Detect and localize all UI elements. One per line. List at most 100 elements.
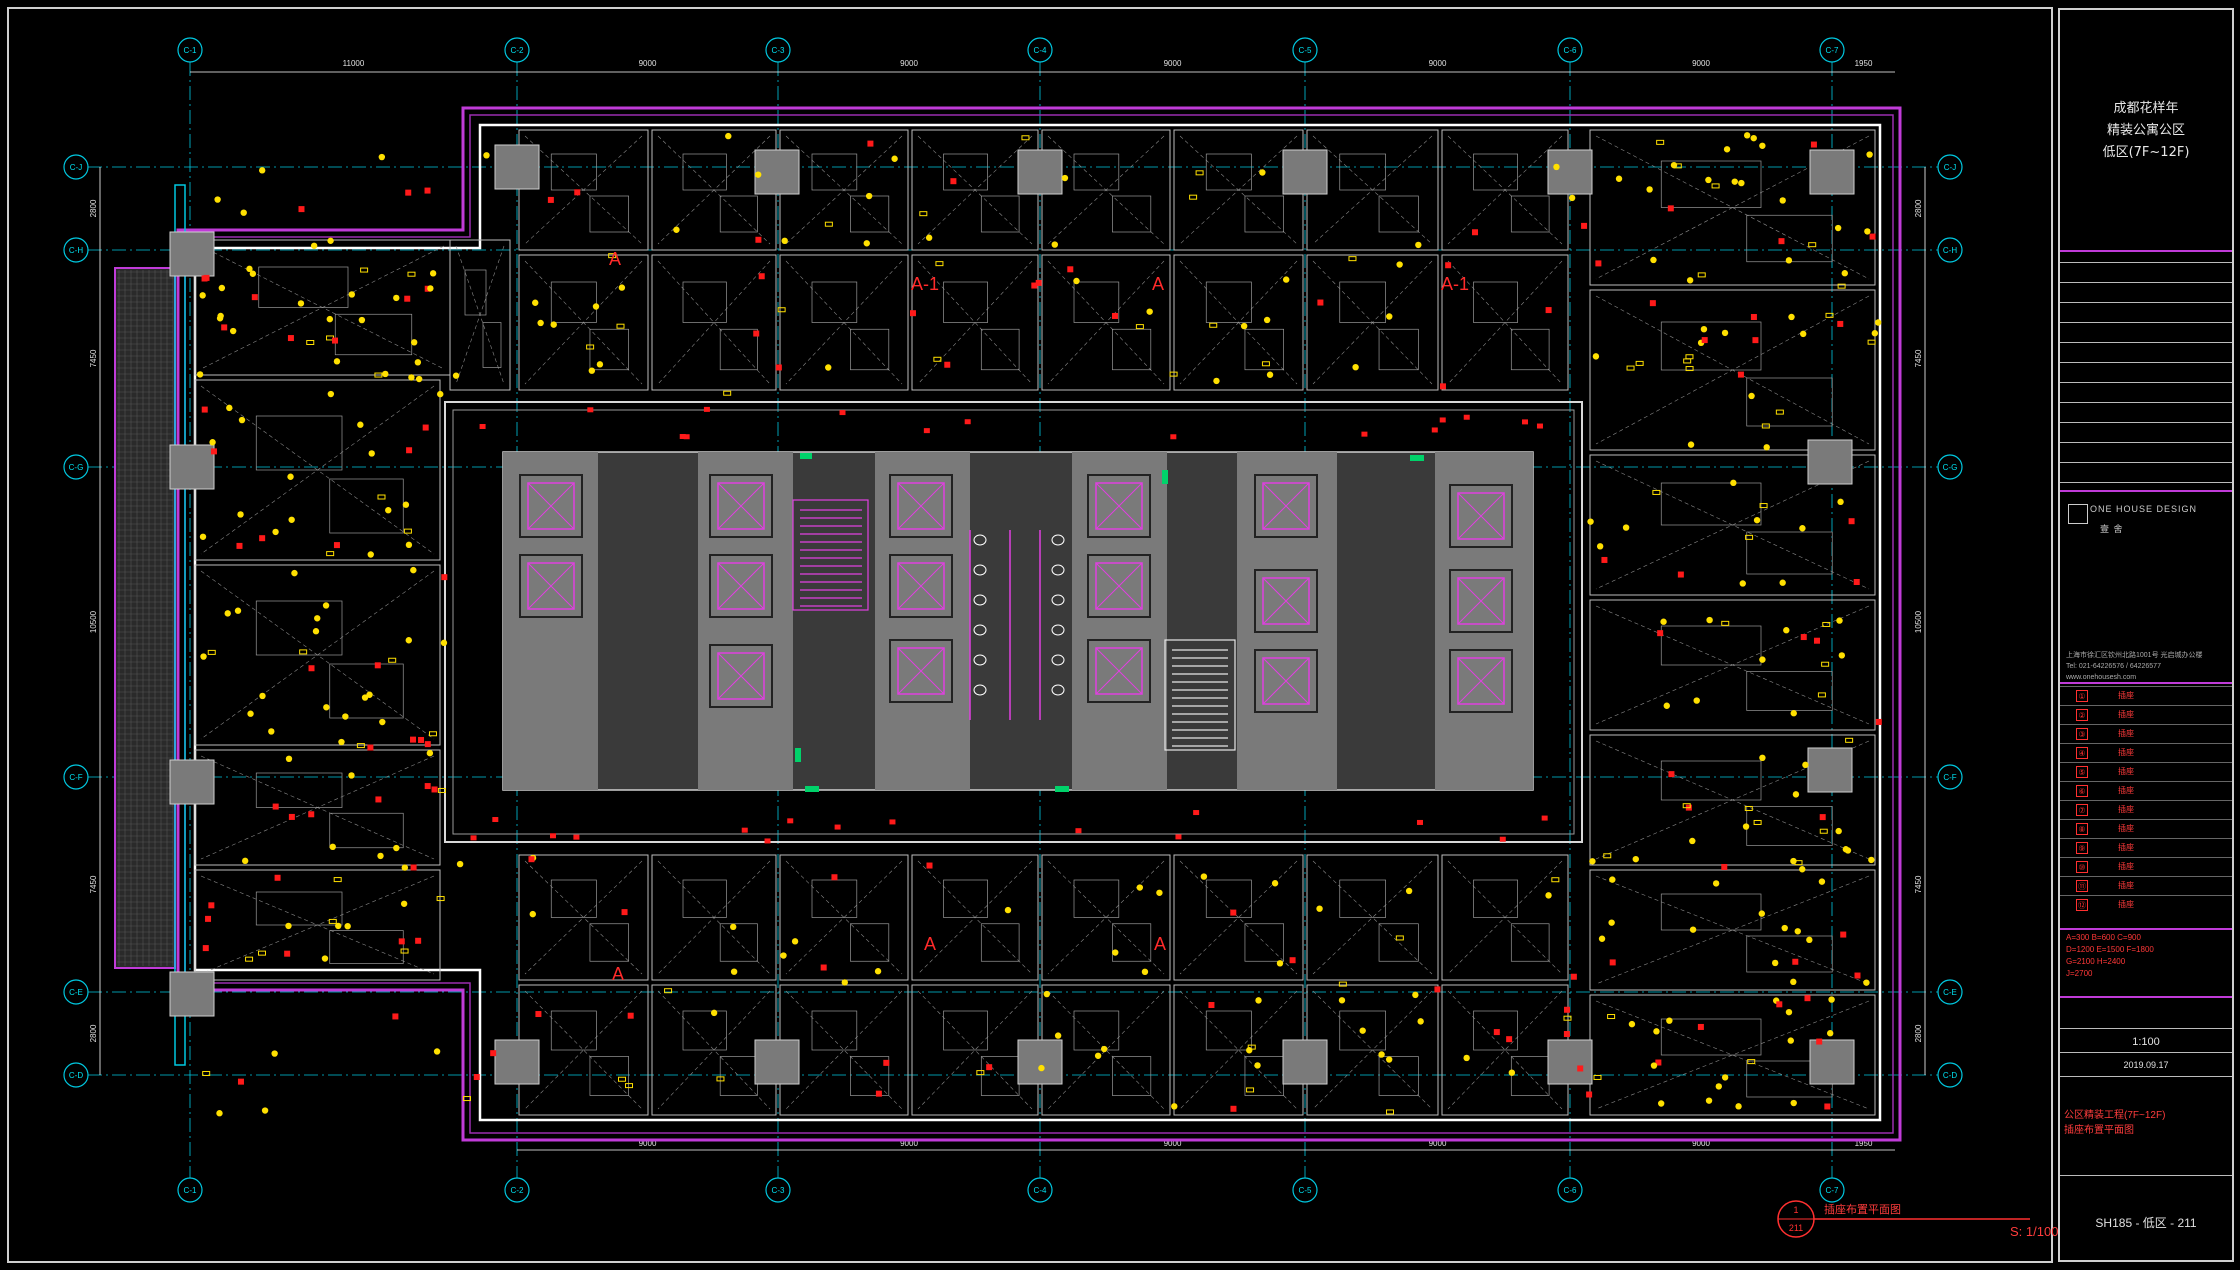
elevator-shaft — [897, 647, 945, 695]
grid-bubble — [504, 1177, 530, 1203]
toilet-fixture — [1051, 534, 1065, 546]
bottom-room — [1173, 854, 1304, 981]
elevator-shaft — [897, 482, 945, 530]
socket-symbol — [1806, 936, 1813, 944]
column-block — [1809, 1039, 1855, 1085]
outlet-symbol — [976, 1070, 985, 1076]
top-furniture — [1244, 195, 1284, 233]
dimension-right: 7450 — [1914, 875, 1923, 893]
socket-symbol — [673, 226, 680, 233]
dimension-top: 11000 — [343, 59, 365, 68]
switch-symbol — [909, 310, 916, 317]
socket-symbol — [1632, 855, 1639, 863]
socket-symbol — [1136, 884, 1144, 891]
dimension-bottom: 9000 — [1692, 1139, 1710, 1148]
outlet-symbol — [306, 340, 315, 346]
socket-symbol — [841, 979, 848, 986]
switch-symbol — [288, 813, 295, 820]
socket-symbol — [367, 551, 374, 558]
note-line-3: G=2100 H=2400 — [2066, 957, 2126, 966]
switch-symbol — [1792, 958, 1799, 965]
grid-bubble — [504, 37, 530, 63]
socket-symbol — [1739, 580, 1746, 587]
socket-symbol — [1061, 174, 1069, 182]
switch-symbol — [1840, 931, 1847, 938]
socket-symbol — [1868, 856, 1875, 864]
legend-text: 插座 — [2118, 843, 2134, 852]
elevator-shaft — [1262, 657, 1310, 705]
socket-symbol — [725, 132, 732, 140]
right-furniture — [1660, 1018, 1762, 1056]
outlet-symbol — [1685, 366, 1694, 372]
corridor-symbol — [573, 834, 580, 840]
bottom-furniture — [550, 1010, 597, 1051]
socket-symbol — [865, 192, 873, 200]
elevator-cross — [1457, 657, 1505, 705]
socket-symbol — [1743, 132, 1751, 139]
outlet-symbol — [299, 649, 308, 655]
outlet-symbol — [1189, 194, 1198, 200]
corridor-symbol — [787, 818, 794, 824]
switch-symbol — [1800, 634, 1807, 641]
socket-symbol — [1783, 627, 1790, 634]
socket-symbol — [1038, 1064, 1045, 1072]
socket-symbol — [537, 319, 544, 327]
switch-symbol — [237, 1078, 244, 1085]
socket-symbol — [1378, 1051, 1385, 1058]
corridor-symbol — [1416, 819, 1423, 825]
socket-symbol — [1799, 525, 1806, 532]
scale-value: 1:100 — [2132, 1036, 2160, 1048]
switch-symbol — [210, 448, 217, 455]
socket-symbol — [199, 292, 206, 299]
outlet-symbol — [437, 787, 446, 793]
socket-symbol — [393, 844, 400, 852]
socket-symbol — [1609, 876, 1616, 883]
bottom-furniture — [1473, 879, 1518, 918]
elevator-cross — [1095, 647, 1143, 695]
bottom-room-diag — [1447, 990, 1563, 1110]
socket-symbol — [1785, 1008, 1793, 1016]
switch-symbol — [1493, 1029, 1500, 1036]
top-furniture — [550, 281, 597, 323]
grid-label-C-5: C-5 — [1299, 46, 1312, 55]
outlet-symbol — [1682, 803, 1691, 809]
socket-symbol — [1790, 710, 1797, 717]
switch-symbol — [410, 864, 417, 871]
elevator-shaft — [1262, 482, 1310, 530]
dimension-left: 10500 — [89, 610, 98, 633]
outlet-symbol — [356, 743, 365, 749]
elevator-cross — [527, 482, 575, 530]
top-furniture — [1339, 153, 1386, 191]
grid-label-C-2: C-2 — [511, 1186, 524, 1195]
switch-symbol — [1609, 959, 1616, 966]
elevator-shaft — [1457, 577, 1505, 625]
exit-signs — [795, 453, 1424, 792]
socket-symbol — [1254, 1062, 1261, 1069]
socket-symbol — [1836, 617, 1843, 624]
switch-symbol — [867, 140, 874, 147]
column-block — [1282, 1039, 1328, 1085]
socket-symbol — [224, 610, 231, 617]
sheet-title-line2: 插座布置平面图 — [2064, 1125, 2134, 1136]
socket-symbol — [1156, 889, 1163, 896]
top-furniture — [980, 195, 1020, 233]
socket-symbol — [209, 439, 216, 446]
dimension-top: 9000 — [1692, 59, 1710, 68]
outlet-symbol — [1246, 1087, 1255, 1093]
socket-symbol — [378, 153, 386, 161]
legend-text: 插座 — [2118, 691, 2134, 700]
socket-symbol — [226, 404, 233, 412]
toilet-fixture — [1051, 684, 1065, 696]
socket-symbol — [925, 234, 933, 241]
note-line-1: A=300 B=600 C=900 — [2066, 933, 2141, 942]
bottom-furniture — [719, 923, 758, 962]
column-block — [494, 144, 540, 190]
right-furniture — [1746, 806, 1833, 846]
top-furniture — [1244, 328, 1284, 371]
elevator-cross — [1457, 492, 1505, 540]
switch-symbol — [528, 856, 535, 863]
socket-symbol — [1721, 329, 1729, 337]
socket-symbol — [405, 541, 413, 549]
